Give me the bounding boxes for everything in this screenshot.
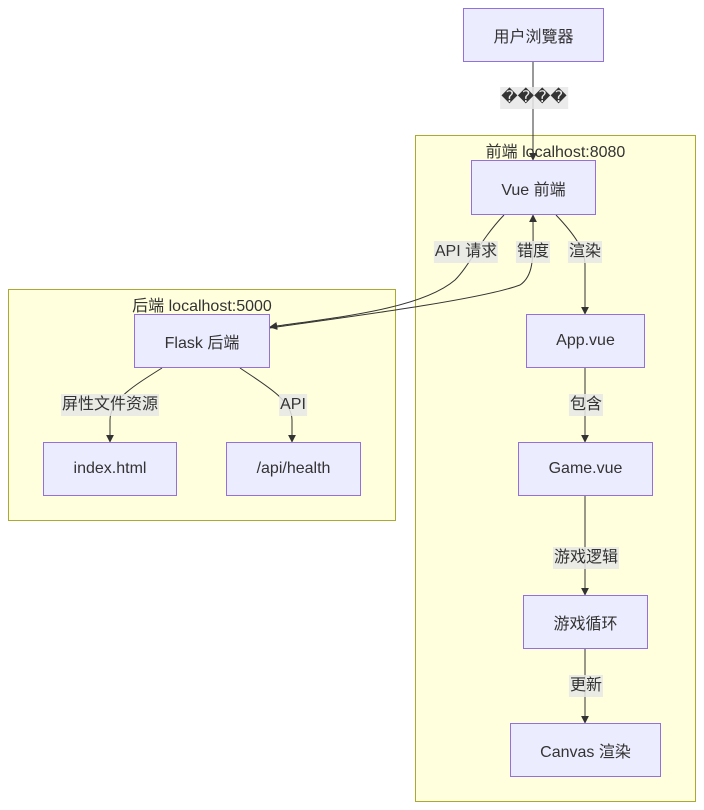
node-flask-backend: Flask 后端 bbox=[134, 314, 270, 368]
edge-label-api: API bbox=[279, 394, 307, 416]
edge-label-update: 更新 bbox=[568, 675, 604, 697]
edge-label-game-logic: 游戏逻辑 bbox=[552, 547, 620, 569]
node-game-vue: Game.vue bbox=[518, 442, 653, 496]
backend-cluster-title: 后端 localhost:5000 bbox=[132, 298, 272, 315]
edge-vue-flask bbox=[269, 214, 505, 330]
frontend-cluster-title: 前端 localhost:8080 bbox=[485, 144, 626, 161]
edge-flask-health bbox=[239, 367, 296, 443]
node-index-html: index.html bbox=[43, 442, 177, 496]
edge-label-browser-vue: ���� bbox=[500, 87, 568, 109]
node-api-health: /api/health bbox=[226, 442, 361, 496]
edge-vue-app bbox=[555, 214, 589, 315]
node-game-loop: 游戏循环 bbox=[523, 595, 648, 649]
edge-label-render: 渲染 bbox=[567, 241, 603, 263]
edge-label-response: 错度 bbox=[515, 241, 551, 263]
edge-label-contains: 包含 bbox=[568, 394, 604, 416]
node-app-vue: App.vue bbox=[526, 314, 645, 368]
edge-flask-vue bbox=[269, 214, 538, 329]
edge-label-static-files: 屏性文件资源 bbox=[60, 394, 160, 416]
node-vue-frontend: Vue 前端 bbox=[471, 160, 596, 215]
edge-label-api-request: API 请求 bbox=[433, 241, 499, 263]
node-canvas-render: Canvas 渲染 bbox=[510, 723, 661, 777]
node-browser: 用户浏覽器 bbox=[463, 8, 604, 62]
